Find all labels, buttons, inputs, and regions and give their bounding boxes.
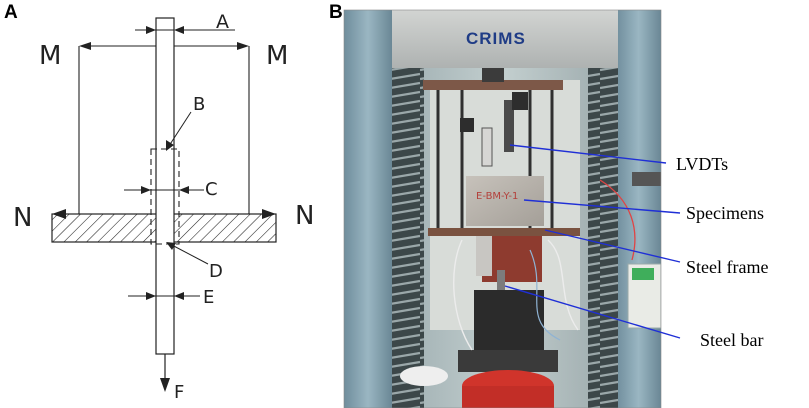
dim-c-arrow-left: [141, 186, 151, 194]
arrow-plate-left: [52, 209, 66, 219]
arrow-plate-right: [262, 209, 276, 219]
leader-specimens: [523, 199, 681, 214]
mark-e: E: [203, 287, 214, 308]
arrow-top-right: [237, 42, 249, 50]
panel-label-b: B: [329, 2, 343, 23]
mark-d: D: [209, 261, 223, 282]
specimen-tag: E-BM-Y-1: [476, 191, 518, 202]
photo-border: [343, 9, 662, 408]
leader-lvdts: [509, 144, 667, 164]
bond-zone: [150, 148, 180, 245]
cable-1: [453, 239, 473, 351]
frame-side-block: [476, 236, 492, 276]
louver-left: [392, 60, 424, 408]
lvdt-2: [504, 100, 514, 152]
steel-frame-plate: [428, 228, 580, 236]
label-steel-frame: Steel frame: [686, 257, 768, 277]
dim-e-arrow-right: [174, 292, 184, 300]
lvdt-clamp-left: [460, 118, 474, 132]
leader-d: [169, 243, 209, 265]
machine-column-left: [344, 10, 392, 408]
schematic-diagram: A B C D E F M M N N: [13, 11, 314, 403]
louver-right: [588, 60, 618, 408]
mark-b: B: [193, 94, 205, 115]
lower-grip: [474, 290, 544, 352]
upper-grip: [482, 68, 504, 82]
leader-b: [166, 111, 192, 150]
dim-a-arrow-left: [146, 26, 156, 34]
floor-object: [400, 366, 448, 386]
dim-c-arrow-right: [179, 186, 189, 194]
leader-steel-frame: [544, 229, 681, 263]
mark-n-right: N: [295, 201, 314, 231]
leader-b-arrow: [166, 140, 174, 151]
mark-m-left: M: [39, 41, 61, 71]
load-arrow: [160, 378, 170, 392]
lvdt-clamp: [512, 92, 528, 110]
upper-crosshead: [423, 80, 563, 90]
panel-label-a: A: [4, 2, 18, 23]
arrow-top-left: [79, 42, 91, 50]
label-specimens: Specimens: [686, 203, 764, 223]
leader-steel-bar: [504, 285, 681, 339]
mark-c: C: [205, 179, 218, 200]
label-steel-bar: Steel bar: [700, 330, 763, 350]
dim-a-arrow-right: [174, 26, 184, 34]
cable-2: [547, 239, 579, 331]
label-lvdts: LVDTs: [676, 154, 728, 174]
wire-connector: [632, 172, 661, 186]
mark-m-right: M: [266, 41, 288, 71]
hydraulic-cylinder: [462, 386, 554, 408]
leader-d-arrow: [166, 242, 176, 250]
brand-logo-text: CRIMS: [466, 29, 526, 48]
data-logger-display: [632, 268, 654, 280]
mark-f: F: [174, 382, 184, 403]
lower-crosshead: [458, 350, 558, 372]
mark-a: A: [216, 11, 229, 33]
dim-e-arrow-left: [146, 292, 156, 300]
mark-n-left: N: [13, 203, 32, 233]
cable-3: [529, 249, 561, 341]
machine-head: [392, 10, 618, 68]
lvdt-1: [481, 127, 493, 167]
